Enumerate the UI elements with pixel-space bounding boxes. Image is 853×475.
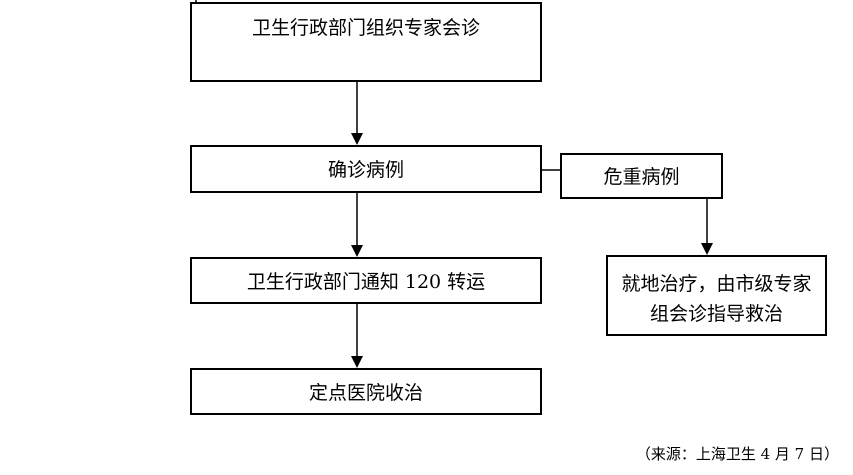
node-designated-hospital: 定点医院收治 [190,368,542,415]
arrowhead-to-confirmed [351,133,363,145]
node-confirmed-case-label: 确诊病例 [327,159,404,181]
arrowhead-to-local [701,243,713,255]
node-local-treatment: 就地治疗，由市级专家组会诊指导救治 [606,255,827,336]
node-critical-case: 危重病例 [560,153,723,199]
node-notify-transfer-label: 卫生行政部门通知 120 转运 [246,271,486,293]
node-critical-case-label: 危重病例 [603,166,680,188]
node-notify-transfer: 卫生行政部门通知 120 转运 [190,257,542,304]
node-expert-consultation-label: 卫生行政部门组织专家会诊 [251,17,480,39]
node-expert-consultation: 卫生行政部门组织专家会诊 [190,2,542,82]
node-local-treatment-label: 就地治疗，由市级专家组会诊指导救治 [621,273,812,325]
node-designated-hospital-label: 定点医院收治 [308,382,423,404]
source-note: （来源：上海卫生 4 月 7 日） [635,445,839,463]
arrowhead-to-notify [351,245,363,257]
arrowhead-to-hospital [351,356,363,368]
node-confirmed-case: 确诊病例 [190,145,542,193]
